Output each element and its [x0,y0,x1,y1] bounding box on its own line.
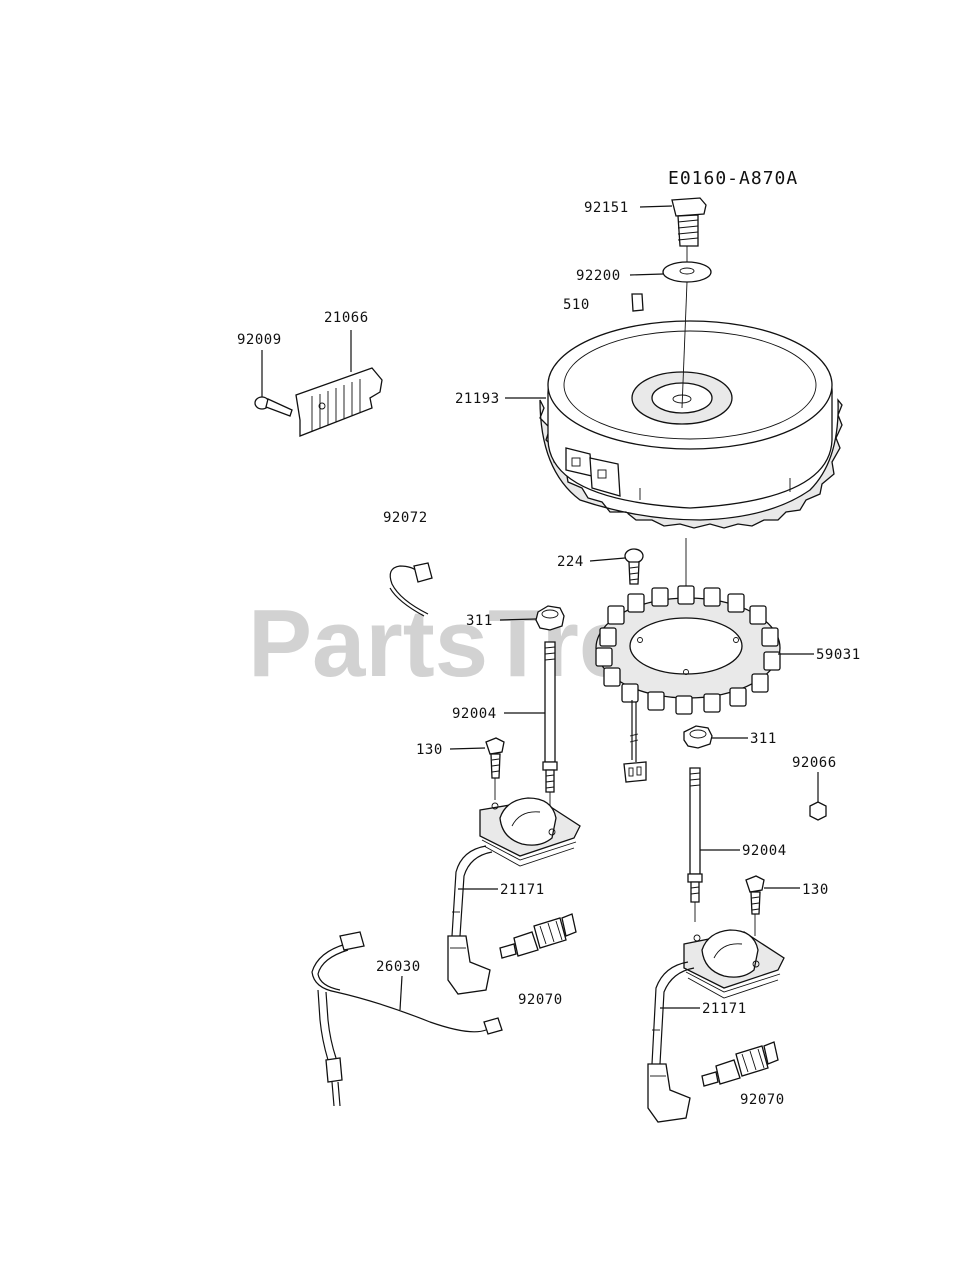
label-510[interactable]: 510 [563,297,590,313]
nut-311-left[interactable] [535,605,565,631]
screw-92009[interactable] [254,396,293,417]
label-21171-left[interactable]: 21171 [500,882,545,898]
bolt-130-right[interactable] [745,875,765,936]
stud-92004-right[interactable] [687,767,703,922]
stator-59031[interactable] [595,585,781,783]
leader-92200 [629,273,664,276]
key-510[interactable] [631,293,644,312]
nut-311-right[interactable] [683,725,713,749]
label-92200[interactable]: 92200 [576,268,621,284]
ignition-coil-21171-right[interactable] [647,929,785,1123]
screw-224[interactable] [624,548,644,585]
label-92004-left[interactable]: 92004 [452,706,497,722]
label-92009[interactable]: 92009 [237,332,282,348]
label-92070-right[interactable]: 92070 [740,1092,785,1108]
leader-224 [589,557,626,562]
label-26030[interactable]: 26030 [376,959,421,975]
diagram-code: E0160-A870A [668,168,798,189]
leader-130-left [449,747,486,750]
centerline-flywheel [681,281,688,409]
label-311-left[interactable]: 311 [466,613,493,629]
ignition-coil-21171-left[interactable] [447,797,581,995]
flywheel-21193[interactable] [539,320,843,529]
leader-26030 [399,975,403,1011]
label-92066[interactable]: 92066 [792,755,837,771]
washer-92200[interactable] [662,261,712,283]
wire-92072[interactable] [389,562,433,617]
spark-plug-92070-right[interactable] [701,1041,779,1087]
label-21066[interactable]: 21066 [324,310,369,326]
label-21171-right[interactable]: 21171 [702,1001,747,1017]
label-92070-left[interactable]: 92070 [518,992,563,1008]
harness-26030[interactable] [311,931,503,1107]
regulator-21066[interactable] [295,367,383,437]
leader-311-left [499,618,537,621]
label-311-right[interactable]: 311 [750,731,777,747]
label-130-left[interactable]: 130 [416,742,443,758]
label-92004-right[interactable]: 92004 [742,843,787,859]
label-92151[interactable]: 92151 [584,200,629,216]
leader-92151 [639,205,673,208]
bolt-92151[interactable] [671,197,707,247]
label-92072[interactable]: 92072 [383,510,428,526]
nut-92066[interactable] [809,801,827,821]
stud-92004-left[interactable] [542,641,558,812]
label-21193[interactable]: 21193 [455,391,500,407]
label-224[interactable]: 224 [557,554,584,570]
label-59031[interactable]: 59031 [816,647,861,663]
spark-plug-92070-left[interactable] [499,913,577,959]
bolt-130-left[interactable] [485,737,505,800]
label-130-right[interactable]: 130 [802,882,829,898]
